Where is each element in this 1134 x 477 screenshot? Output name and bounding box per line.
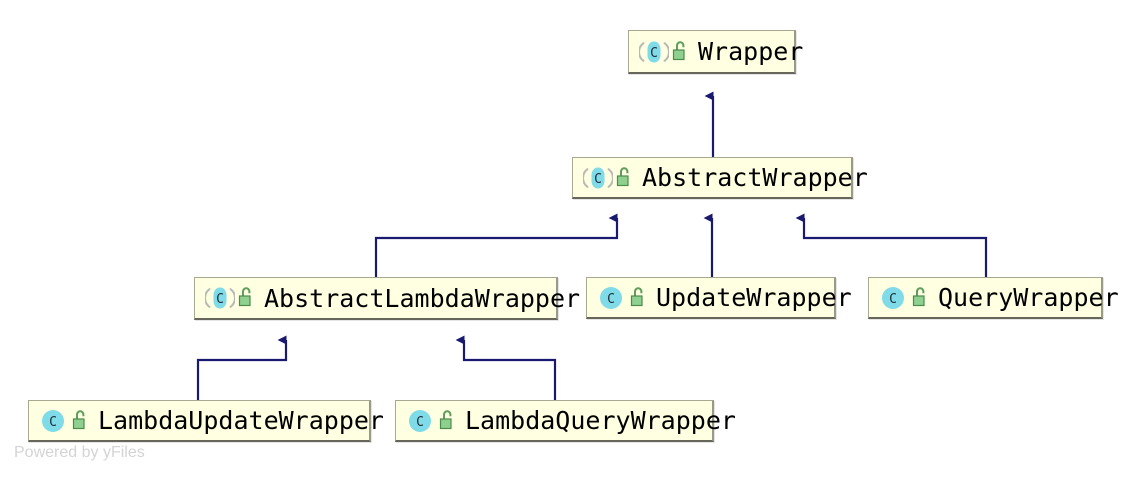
- node-icon-group: C: [639, 39, 689, 65]
- lock-open-icon: [237, 287, 255, 309]
- node-icon-group: C: [879, 285, 929, 311]
- uml-node-label: Wrapper: [698, 37, 804, 66]
- node-icon-group: C: [597, 285, 647, 311]
- uml-node-query-wrapper[interactable]: C QueryWrapper: [868, 277, 1119, 319]
- edge-abstractlambdawrapper-to-abstractwrapper: [374, 213, 619, 277]
- class-abstract-icon: C: [639, 39, 669, 65]
- node-icon-group: C: [39, 408, 89, 434]
- uml-node-label: LambdaUpdateWrapper: [98, 406, 384, 435]
- class-icon: C: [39, 408, 69, 434]
- edge-lambdaquerywrapper-to-abstractlambdawrapper: [455, 335, 557, 400]
- uml-node-label: QueryWrapper: [938, 283, 1119, 312]
- class-icon: C: [597, 285, 627, 311]
- lock-open-icon: [671, 40, 689, 63]
- uml-node-label: LambdaQueryWrapper: [465, 406, 736, 435]
- svg-text:C: C: [889, 292, 897, 307]
- uml-node-abstract-wrapper[interactable]: C AbstractWrapper: [572, 157, 868, 199]
- svg-text:C: C: [607, 292, 615, 307]
- svg-text:C: C: [416, 415, 424, 430]
- uml-node-label: AbstractWrapper: [642, 163, 868, 192]
- lock-open-icon: [629, 286, 647, 309]
- svg-text:C: C: [216, 292, 224, 307]
- uml-node-lambda-update-wrapper[interactable]: C LambdaUpdateWrapper: [28, 400, 384, 442]
- node-icon-group: C: [583, 165, 633, 191]
- node-icon-group: C: [406, 408, 456, 434]
- uml-node-lambda-query-wrapper[interactable]: C LambdaQueryWrapper: [395, 400, 736, 442]
- lock-open-icon: [438, 409, 456, 432]
- uml-node-label: AbstractLambdaWrapper: [264, 283, 581, 313]
- class-abstract-icon: C: [583, 165, 613, 191]
- class-icon: C: [406, 408, 436, 434]
- uml-node-abstract-lambda-wrapper[interactable]: C AbstractLambdaWrapper: [194, 277, 580, 320]
- edge-querywrapper-to-abstractwrapper: [795, 213, 988, 277]
- svg-text:C: C: [49, 415, 57, 430]
- lock-open-icon: [71, 409, 89, 432]
- lock-open-icon: [911, 286, 929, 309]
- uml-node-label: UpdateWrapper: [656, 283, 852, 312]
- edge-lambdaupdatewrapper-to-abstractlambdawrapper: [196, 335, 288, 400]
- uml-node-update-wrapper[interactable]: C UpdateWrapper: [586, 277, 852, 319]
- class-abstract-icon: C: [205, 285, 235, 311]
- uml-node-wrapper[interactable]: C Wrapper: [628, 30, 803, 74]
- svg-text:C: C: [594, 172, 602, 187]
- node-icon-group: C: [205, 285, 255, 311]
- class-icon: C: [879, 285, 909, 311]
- lock-open-icon: [615, 166, 633, 189]
- svg-text:C: C: [650, 46, 658, 61]
- yfiles-watermark: Powered by yFiles: [14, 444, 145, 461]
